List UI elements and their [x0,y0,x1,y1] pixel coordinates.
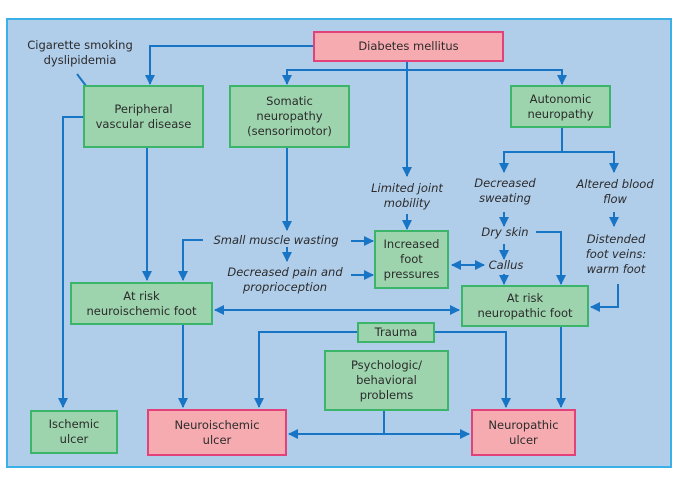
node-label: Neuroischemic ulcer [174,417,260,447]
node-label: Peripheral vascular disease [95,101,192,131]
label-decreased-pain: Decreased pain and proprioception [227,265,343,294]
node-somatic-neuropathy: Somatic neuropathy (sensorimotor) [229,85,350,148]
node-at-risk-neuroischemic-foot: At risk neuroischemic foot [70,282,213,325]
arrow-pvd-to-ischemic-ulcer [58,116,83,408]
label-altered-blood-flow: Altered blood flow [576,177,654,206]
node-neuroischemic-ulcer: Neuroischemic ulcer [147,409,287,456]
label-risk-factors: Cigarette smoking dyslipidemia [27,38,133,67]
node-neuropathic-ulcer: Neuropathic ulcer [471,409,576,456]
node-label: Ischemic ulcer [48,417,100,446]
node-label: At risk neuroischemic foot [86,288,197,318]
label-callus: Callus [488,258,524,272]
arrow-dry-skin-to-risk-neuropathic [536,231,566,285]
node-trauma: Trauma [357,322,435,343]
label-decreased-sweating: Decreased sweating [474,176,536,205]
arrow-autonomic-to-altered-blood [562,151,619,173]
arrow-small-muscle-to-risk-neuroischemic [178,239,203,281]
connector-autonomic-branch [499,128,563,173]
node-ischemic-ulcer: Ischemic ulcer [30,410,118,454]
node-autonomic-neuropathy: Autonomic neuropathy [510,85,611,128]
node-label: Psychologic/ behavioral problems [350,358,423,402]
node-label: At risk neuropathic foot [477,291,573,320]
arrow-diabetes-to-pvd [145,45,313,85]
label-limited-joint-mobility: Limited joint mobility [371,181,443,210]
node-increased-foot-pressures: Increased foot pressures [374,230,449,289]
node-label: Neuropathic ulcer [488,417,559,447]
arrow-trauma-to-neuroischemic-ulcer [254,331,357,408]
arrow-trauma-to-neuropathic-ulcer [435,331,511,408]
node-label: Somatic neuropathy (sensorimotor) [247,94,332,138]
arrow-distended-to-risk-neuropathic [590,284,619,312]
node-label: Trauma [374,325,418,339]
connector-diabetes-branch [286,69,567,85]
node-peripheral-vascular-disease: Peripheral vascular disease [83,85,204,148]
label-distended-foot-veins: Distended foot veins: warm foot [585,232,647,276]
node-psychologic-behavioral-problems: Psychologic/ behavioral problems [324,350,449,411]
label-dry-skin: Dry skin [481,225,529,239]
node-diabetes-mellitus: Diabetes mellitus [313,31,504,62]
node-label: Increased foot pressures [383,237,440,281]
node-at-risk-neuropathic-foot: At risk neuropathic foot [461,285,589,327]
label-small-muscle-wasting: Small muscle wasting [213,233,339,247]
node-label: Diabetes mellitus [358,39,459,53]
node-label: Autonomic neuropathy [527,91,594,121]
